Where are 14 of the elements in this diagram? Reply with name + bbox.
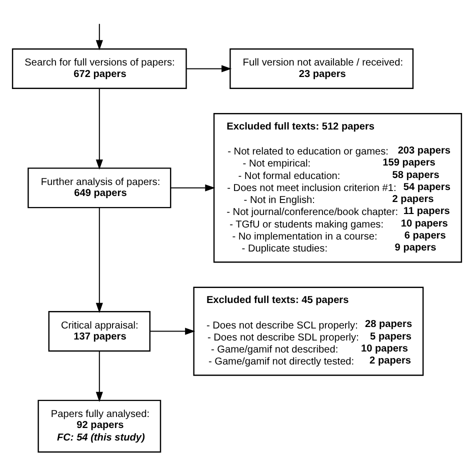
- arrow: [170, 184, 216, 191]
- arrow: [96, 88, 103, 170]
- arrow: [96, 23, 103, 50]
- node-box: Excluded full texts: 512 papers - Not related to education or games: 203 papers - Not empirical: 159 papers - Not formal education: 58 papers - Does not meet inclusion criterion #1: 54 papers - Not in English: 2 papers - Not journal/conference/book chapter: 11 papers - TGfU or students making games: 10 papers - No implementation in a course: 6 papers - Duplicate studies: 9 papers: [213, 112, 462, 262]
- arrow: [150, 327, 196, 334]
- node-box: Search for full versions of papers: 672 papers: [12, 48, 187, 88]
- node-box: Further analysis of papers: 649 papers: [28, 167, 172, 208]
- node-box: Critical appraisal: 137 papers: [48, 310, 150, 352]
- node-box: Full version not available / received: 23 papers: [230, 48, 414, 88]
- node-box: Excluded full texts: 45 papers - Does not describe SCL properly: 28 papers - Does not describe SDL properly: 5 papers - Game/gamif not described: 10 papers - Game/gamif not directly tested: 2 papers: [193, 286, 424, 376]
- node-box: Papers fully analysed: 92 papers FC: 54 (this study): [38, 399, 162, 452]
- arrow: [96, 207, 103, 312]
- arrow: [186, 64, 232, 72]
- arrow: [96, 350, 103, 402]
